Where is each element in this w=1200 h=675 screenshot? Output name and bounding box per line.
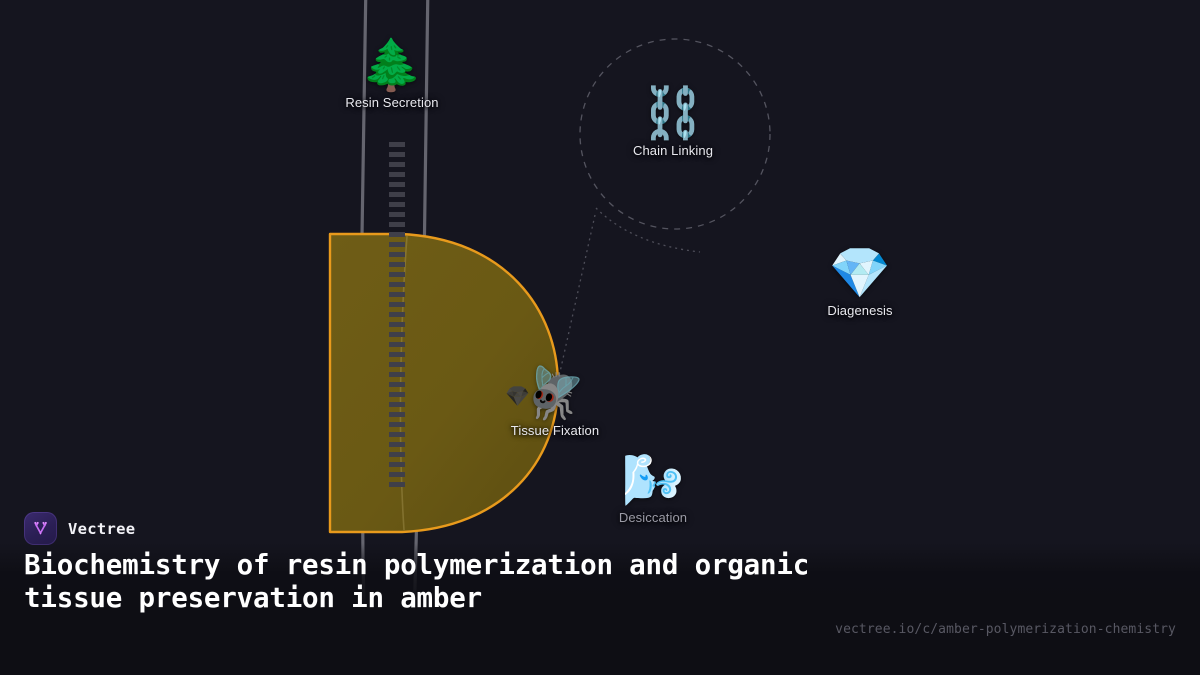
brand-name: Vectree [68, 519, 136, 538]
site-url: vectree.io/c/amber-polymerization-chemis… [835, 622, 1176, 637]
graph-node-chain-linking[interactable]: ⛓️ Chain Linking [588, 88, 758, 157]
graph-node-label: Diagenesis [827, 303, 893, 318]
bottom-overlay-bar [0, 543, 1200, 675]
wind-blowing-face-icon: 🌬️ [621, 451, 685, 509]
focus-ring-chain-linking [579, 38, 771, 230]
page-title: Biochemistry of resin polymerization and… [24, 549, 810, 614]
graph-node-label: Desiccation [618, 510, 688, 525]
evergreen-tree-icon: 🌲 [360, 36, 424, 94]
gem-stone-icon: 💎 [828, 244, 892, 302]
chain-links-icon: ⛓️ [641, 84, 705, 142]
graph-node-desiccation[interactable]: 🌬️ Desiccation [568, 455, 738, 524]
vectree-v-logo-icon [24, 512, 57, 545]
graph-node-label: Tissue Fixation [510, 423, 600, 438]
amber-blob[interactable] [328, 232, 560, 534]
graph-node-label: Resin Secretion [345, 95, 439, 110]
brand-lockup[interactable]: Vectree [24, 512, 135, 545]
fly-insect-icon: 🪰 [523, 364, 587, 422]
graph-node-tissue-fixation[interactable]: 🪰 Tissue Fixation [470, 368, 640, 437]
graph-node-resin-secretion[interactable]: 🌲 Resin Secretion [307, 40, 477, 109]
gem-stone-icon: 💎 [505, 384, 530, 408]
graph-node-diagenesis[interactable]: 💎 Diagenesis [775, 248, 945, 317]
graph-node-label: Chain Linking [632, 143, 714, 158]
edge-chain-to-diagenesis [595, 207, 701, 253]
